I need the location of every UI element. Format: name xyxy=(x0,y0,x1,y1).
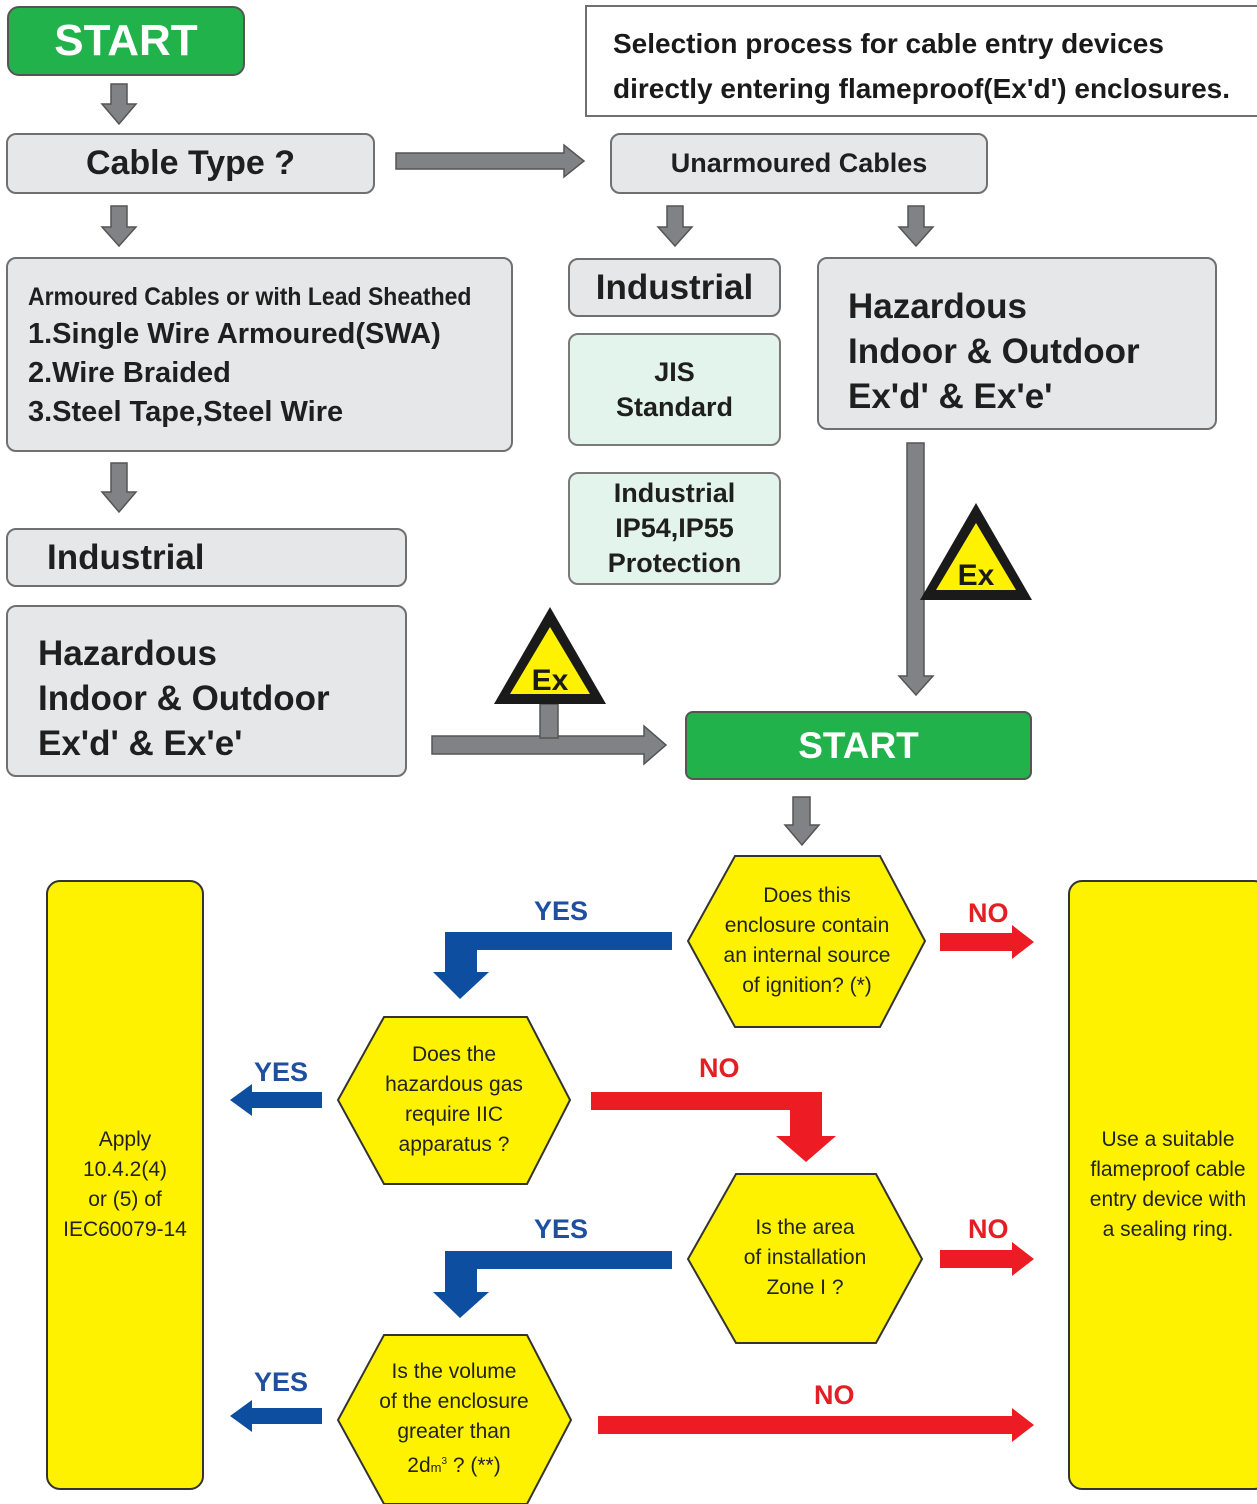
no-arrow-q2-to-q3 xyxy=(591,1092,836,1162)
ex-warning-sign-right: Ex xyxy=(920,503,1032,600)
question-volume-unit: m xyxy=(430,1460,442,1475)
no-label-q1: NO xyxy=(968,898,1009,928)
question-volume-main: Is the volume of the enclosure greater t… xyxy=(379,1360,529,1477)
no-label-q4: NO xyxy=(814,1380,855,1410)
armoured-heading: Armoured Cables or with Lead Sheathed xyxy=(28,283,472,311)
decision-hexagon-ignition xyxy=(686,855,927,1028)
decision-hexagon-iic xyxy=(336,1016,572,1185)
no-arrow-q1-to-use xyxy=(940,925,1034,959)
armoured-item-swa: 1.Single Wire Armoured(SWA) xyxy=(28,318,441,350)
ex-mark-label: Ex xyxy=(532,664,569,697)
question-volume-sup: 3 xyxy=(441,1456,448,1467)
question-volume: Is the volume of the enclosure greater t… xyxy=(350,1342,558,1498)
industrial-armoured-box: Industrial xyxy=(6,528,407,587)
arrow-unarmoured-to-industrial xyxy=(656,205,694,248)
start-button-top: START xyxy=(7,6,245,76)
decision-hexagon-zone xyxy=(686,1173,924,1344)
yes-label-q2: YES xyxy=(254,1057,309,1087)
armoured-item-steel: 3.Steel Tape,Steel Wire xyxy=(28,396,344,428)
no-arrow-q4-to-use xyxy=(598,1408,1034,1442)
yes-label-q3: YES xyxy=(534,1214,589,1244)
ex-warning-sign-left: Ex xyxy=(494,607,606,739)
arrow-start-to-cable-type xyxy=(100,83,138,126)
hazardous-right-box: Hazardous Indoor & Outdoor Ex'd' & Ex'e' xyxy=(817,257,1217,430)
question-ignition: Does this enclosure contain an internal … xyxy=(723,884,891,997)
yes-label-q4: YES xyxy=(254,1367,309,1397)
jis-standard-box: JIS Standard xyxy=(568,333,781,446)
arrow-hazardous-left-to-start xyxy=(431,724,668,766)
no-label-q3: NO xyxy=(968,1214,1009,1244)
yes-label-q1: YES xyxy=(534,896,589,926)
yes-arrow-q1-to-q2 xyxy=(433,932,672,999)
use-sealing-ring-box: Use a suitable flameproof cable entry de… xyxy=(1068,880,1257,1490)
no-arrow-q3-to-use xyxy=(940,1242,1034,1276)
arrow-hazardous-to-start xyxy=(897,442,935,697)
armoured-cables-box: Armoured Cables or with Lead Sheathed 1.… xyxy=(6,257,513,452)
industrial-unarmoured-box: Industrial xyxy=(568,258,781,317)
no-label-q2: NO xyxy=(699,1053,740,1083)
apply-iec-box: Apply 10.4.2(4) or (5) of IEC60079-14 xyxy=(46,880,204,1490)
arrow-cable-type-to-unarmoured xyxy=(395,143,586,179)
armoured-item-braided: 2.Wire Braided xyxy=(28,357,231,389)
page-title: Selection process for cable entry device… xyxy=(585,5,1257,117)
question-iic: Does the hazardous gas require IIC appar… xyxy=(385,1043,523,1156)
question-volume-tail: ? (**) xyxy=(452,1454,501,1477)
cable-type-box: Cable Type ? xyxy=(6,133,375,194)
industrial-ip-box: Industrial IP54,IP55 Protection xyxy=(568,472,781,585)
hazardous-left-box: Hazardous Indoor & Outdoor Ex'd' & Ex'e' xyxy=(6,605,407,777)
unarmoured-cables-box: Unarmoured Cables xyxy=(610,133,988,194)
yes-arrow-q4-to-apply xyxy=(230,1400,322,1432)
yes-arrow-q3-to-q4 xyxy=(433,1251,672,1318)
ex-mark-label: Ex xyxy=(958,559,995,592)
arrow-armoured-to-industrial xyxy=(100,462,138,514)
start-button-mid: START xyxy=(685,711,1032,780)
arrow-start-to-q1 xyxy=(783,796,821,847)
decision-hexagon-volume xyxy=(336,1334,573,1504)
arrow-unarmoured-to-hazardous xyxy=(897,205,935,248)
yes-arrow-q2-to-apply xyxy=(230,1084,322,1116)
arrow-cable-type-to-armoured xyxy=(100,205,138,248)
question-zone: Is the area of installation Zone I ? xyxy=(743,1216,867,1299)
